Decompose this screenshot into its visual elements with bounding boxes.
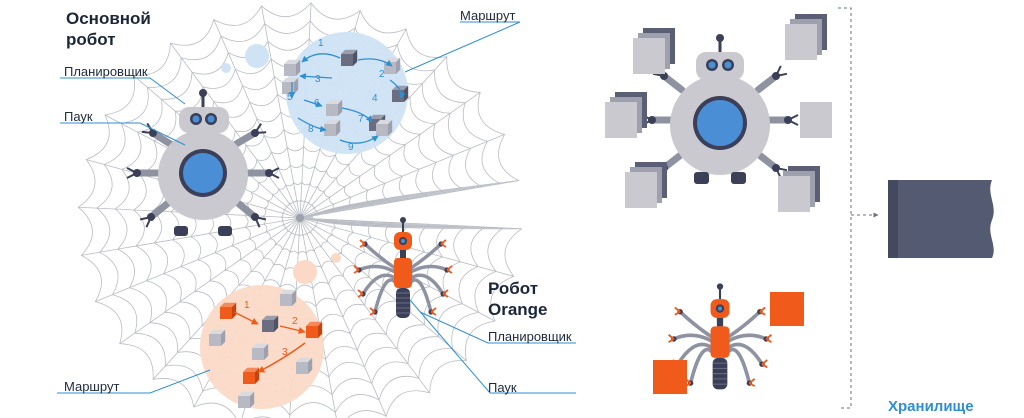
orange-robot: [353, 217, 453, 318]
route-main-step-number: 8: [308, 124, 314, 135]
orange-robot-title-line1: Робот: [488, 279, 539, 298]
main-robot: [126, 89, 280, 236]
route-orange-arrow: [279, 325, 306, 334]
route-bubble-main: 1 2 3 4 5 6 7 8 9: [282, 32, 409, 154]
collected-page: [633, 38, 665, 74]
route-orange-step-number: 3: [282, 347, 288, 358]
collected-page: [605, 102, 637, 138]
route-orange-label: Маршрут: [64, 379, 120, 394]
route-main-step-number: 2: [379, 69, 385, 80]
spider-orange-label: Паук: [488, 380, 517, 395]
label-leaders: [57, 21, 576, 394]
route-main-arrow: [341, 107, 373, 123]
route-main-page: [326, 99, 343, 116]
scheduler-orange-label: Планировщик: [488, 329, 572, 344]
storage-icon: [888, 180, 994, 258]
route-main-step-number: 6: [314, 98, 320, 109]
route-main-page: [384, 57, 401, 74]
tiny-bubble-blue: [221, 63, 231, 73]
route-main-page: [376, 119, 393, 136]
route-main-step-number: 4: [372, 93, 378, 104]
route-orange-step-numbers: 1 2 3: [244, 300, 298, 358]
route-main-step-number: 9: [348, 142, 354, 153]
route-orange-arrow: [257, 342, 306, 373]
orange-robot-right: [667, 283, 773, 390]
main-robot-title: Основной робот: [66, 8, 151, 50]
route-orange-page: [243, 367, 260, 384]
scheduler-main-label: Планировщик: [64, 64, 148, 79]
route-main-arrows: [288, 53, 406, 144]
route-main-step-numbers: 1 2 3 4 5 6 7 8 9: [287, 38, 385, 153]
route-main-arrow: [389, 79, 406, 99]
route-orange-page: [280, 289, 297, 306]
route-main-arrow: [299, 73, 333, 80]
collected-page: [625, 172, 657, 208]
orange-page-bottom: [653, 360, 687, 394]
route-main-page: [284, 59, 301, 76]
route-orange-arrows: [233, 311, 306, 373]
route-main-arrow: [339, 135, 379, 144]
route-orange-page: [306, 321, 323, 338]
route-orange-page: [238, 391, 255, 408]
route-orange-page: [209, 329, 226, 346]
orange-page-top: [770, 292, 804, 326]
route-main-step-number: 7: [358, 114, 364, 125]
route-main-arrow: [297, 117, 327, 133]
route-orange-page: [296, 357, 313, 374]
route-bubble-orange: 1 2 3: [200, 285, 324, 409]
route-main-page: [324, 119, 341, 136]
small-bubble-blue: [245, 44, 269, 68]
route-orange-arrow: [233, 311, 259, 325]
route-main-arrow: [301, 53, 341, 63]
route-main-pages: [282, 49, 409, 136]
orange-robot-title-line2: Orange: [488, 300, 548, 319]
orange-robot-title: Робот Orange: [488, 278, 548, 320]
route-orange-page: [262, 315, 279, 332]
route-main-page: [392, 85, 409, 102]
route-orange-step-number: 2: [292, 316, 298, 327]
route-main-arrow: [357, 58, 393, 67]
collected-page: [800, 102, 832, 138]
route-main-arrow: [303, 99, 323, 108]
small-bubble-orange: [293, 260, 317, 284]
collected-page: [785, 24, 817, 60]
route-orange-step-number: 1: [244, 300, 250, 311]
main-robot-title-line1: Основной: [66, 9, 151, 28]
route-main-step-number: 3: [315, 74, 321, 85]
collected-pages: [605, 14, 832, 212]
route-orange-pages: [209, 289, 323, 408]
route-main-page: [282, 77, 299, 94]
route-main-label: Маршрут: [460, 8, 516, 23]
tiny-bubble-orange: [331, 253, 341, 263]
spider-main-label: Паук: [64, 109, 93, 124]
collected-page: [778, 176, 810, 212]
main-robot-title-line2: робот: [66, 30, 116, 49]
route-orange-page: [220, 302, 237, 319]
storage-connector: [838, 7, 879, 409]
main-robot-right: [641, 34, 799, 184]
route-main-page: [341, 49, 358, 66]
route-main-step-number: 1: [318, 38, 324, 49]
storage-label: Хранилище: [888, 398, 974, 415]
route-main-step-number: 5: [287, 92, 293, 103]
route-orange-page: [252, 343, 269, 360]
